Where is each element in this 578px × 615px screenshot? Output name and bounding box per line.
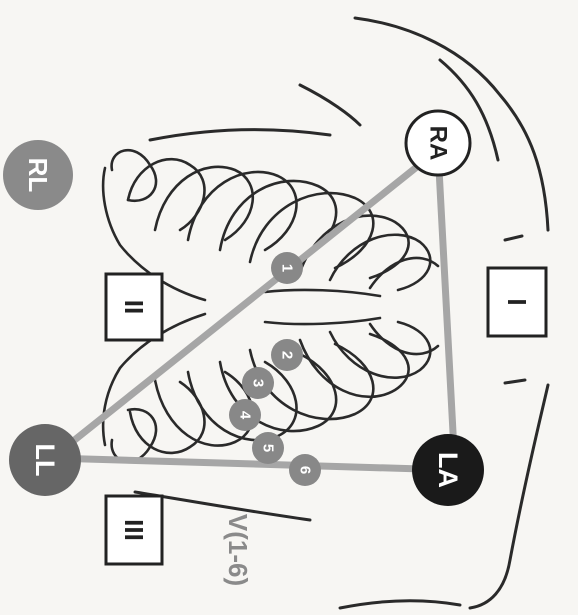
precordial-label-5: 5 [260, 444, 277, 452]
precordial-label-2: 2 [279, 351, 296, 359]
precordial-electrode-4: 4 [229, 399, 261, 431]
precordial-electrode-3: 3 [242, 367, 274, 399]
lead-box-II: II [106, 274, 162, 340]
precordial-label-3: 3 [250, 379, 267, 387]
nipple-mark-top [505, 236, 522, 240]
precordial-electrode-2: 2 [271, 339, 303, 371]
lead-III-line [52, 458, 455, 470]
upper-left-curve [300, 85, 360, 125]
clavicle-curve [150, 130, 330, 140]
precordial-electrode-6: 6 [289, 454, 321, 486]
rib [112, 150, 156, 201]
nipple-mark-bottom [505, 380, 525, 383]
rib [112, 409, 156, 461]
precordial-label-6: 6 [297, 466, 314, 474]
precordial-electrode-1: 1 [271, 252, 303, 284]
electrode-RA: RA [406, 111, 470, 175]
electrode-LL: LL [9, 424, 81, 496]
precordial-label-1: 1 [279, 264, 296, 272]
electrode-RL-label: RL [23, 158, 53, 193]
rib [250, 193, 373, 268]
precordial-caption: V(1-6) [223, 514, 253, 586]
electrode-RA-label: RA [425, 126, 452, 161]
electrode-LA: LA [412, 434, 484, 506]
lead-I-line [438, 150, 455, 470]
body-outline [135, 18, 548, 608]
electrode-LL-label: LL [30, 444, 60, 477]
lead-label-I: I [502, 298, 532, 305]
precordial-electrode-5: 5 [252, 432, 284, 464]
electrode-LA-label: LA [433, 452, 463, 488]
lead-label-III: III [119, 519, 149, 541]
lower-body-curve [340, 601, 460, 608]
lead-box-III: III [106, 496, 162, 564]
electrode-RL: RL [3, 140, 73, 210]
armpit-curve [470, 385, 548, 608]
sternum-bottom [265, 318, 380, 324]
lead-label-II: II [119, 300, 149, 314]
precordial-label-4: 4 [237, 411, 254, 420]
sternum-top [265, 290, 380, 296]
lead-box-I: I [488, 268, 546, 336]
